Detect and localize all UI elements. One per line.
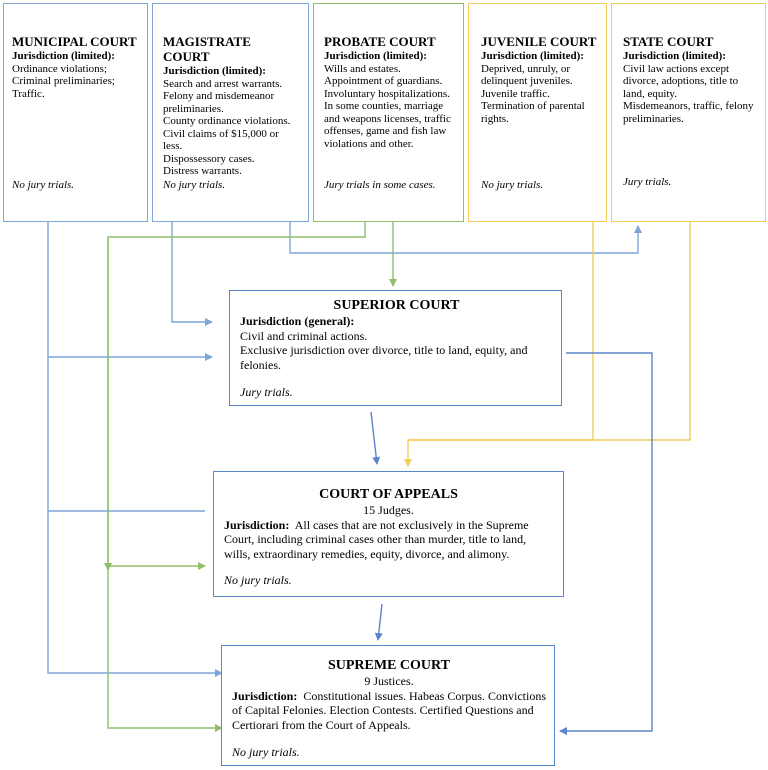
appeals-court-title: COURT OF APPEALS bbox=[319, 487, 458, 502]
juvenile-state-connectors bbox=[404, 222, 691, 467]
magistrate-line: Search and arrest warrants. bbox=[163, 77, 283, 90]
superior-court-box: SUPERIOR COURT Jurisdiction (general): C… bbox=[229, 290, 562, 406]
state-line: Civil law actions except divorce, adopti… bbox=[623, 62, 739, 100]
magistrate-jury-note: No jury trials. bbox=[163, 179, 226, 191]
appeals-jurisdiction: Jurisdiction: All cases that are not exc… bbox=[224, 518, 553, 562]
municipal-jury-note: No jury trials. bbox=[12, 179, 75, 191]
probate-line: Wills and estates. bbox=[324, 62, 401, 75]
magistrate-line: Dispossessory cases. bbox=[163, 152, 255, 165]
probate-court-title: PROBATE COURT bbox=[324, 34, 436, 49]
juvenile-court-title: JUVENILE COURT bbox=[481, 34, 597, 49]
appellate-connectors bbox=[370, 352, 653, 735]
appeals-members: 15 Judges. bbox=[363, 503, 414, 517]
state-jury-note: Jury trials. bbox=[623, 176, 672, 188]
supreme-jurisdiction-text: Constitutional issues. Habeas Corpus. Co… bbox=[232, 688, 547, 732]
juvenile-line: Termination of parental rights. bbox=[481, 100, 585, 125]
municipal-jurisdiction-label: Jurisdiction (limited): bbox=[12, 50, 115, 62]
probate-line: In some counties, marriage and weapons l… bbox=[324, 100, 451, 150]
appeals-jury-note: No jury trials. bbox=[224, 573, 292, 587]
juvenile-court-box: JUVENILE COURT Jurisdiction (limited): D… bbox=[468, 3, 607, 222]
magistrate-court-title: MAGISTRATE COURT bbox=[163, 34, 251, 64]
probate-line: Involuntary hospitalizations. bbox=[324, 87, 450, 100]
superior-jurisdiction-label: Jurisdiction (general): bbox=[240, 314, 355, 328]
juvenile-jury-note: No jury trials. bbox=[481, 179, 544, 191]
supreme-court-title: SUPREME COURT bbox=[327, 658, 450, 673]
court-of-appeals-box: COURT OF APPEALS 15 Judges. Jurisdiction… bbox=[213, 471, 564, 597]
appeals-jurisdiction-text: All cases that are not exclusively in th… bbox=[224, 517, 529, 561]
superior-line: Exclusive jurisdiction over divorce, tit… bbox=[240, 343, 528, 372]
probate-line: Appointment of guardians. bbox=[324, 75, 443, 87]
supreme-jurisdiction: Jurisdiction: Constitutional issues. Hab… bbox=[232, 689, 546, 733]
supreme-jury-note: No jury trials. bbox=[232, 745, 300, 759]
juvenile-line: Deprived, unruly, or delinquent juvenile… bbox=[481, 62, 573, 88]
municipal-line: Traffic. bbox=[12, 87, 45, 100]
magistrate-line: County ordinance violations. bbox=[163, 115, 291, 127]
supreme-jurisdiction-label: Jurisdiction: bbox=[232, 688, 298, 703]
magistrate-jurisdiction-label: Jurisdiction (limited): bbox=[163, 65, 266, 77]
supreme-members: 9 Justices. bbox=[364, 674, 414, 688]
probate-court-box: PROBATE COURT Jurisdiction (limited): Wi… bbox=[313, 3, 464, 222]
superior-court-title: SUPERIOR COURT bbox=[333, 298, 460, 313]
municipal-court-title: MUNICIPAL COURT bbox=[12, 34, 137, 49]
magistrate-line: Distress warrants. bbox=[163, 165, 242, 177]
appeals-jurisdiction-label: Jurisdiction: bbox=[224, 517, 290, 532]
municipal-court-box: MUNICIPAL COURT Jurisdiction (limited): … bbox=[3, 3, 148, 222]
supreme-court-box: SUPREME COURT 9 Justices. Jurisdiction: … bbox=[221, 645, 555, 766]
state-court-box: STATE COURT Jurisdiction (limited): Civi… bbox=[611, 3, 766, 222]
state-court-title: STATE COURT bbox=[623, 34, 714, 49]
magistrate-line: Felony and misdemeanor preliminaries. bbox=[163, 90, 275, 115]
magistrate-line: Civil claims of $15,000 or less. bbox=[163, 127, 279, 153]
municipal-line: Ordinance violations; bbox=[12, 62, 108, 75]
probate-jurisdiction-label: Jurisdiction (limited): bbox=[324, 50, 427, 62]
superior-line: Civil and criminal actions. bbox=[240, 328, 368, 343]
state-line: Misdemeanors, traffic, felony preliminar… bbox=[623, 100, 754, 125]
superior-jury-note: Jury trials. bbox=[240, 385, 293, 399]
state-jurisdiction-label: Jurisdiction (limited): bbox=[623, 50, 726, 62]
municipal-connectors bbox=[47, 222, 223, 677]
juvenile-jurisdiction-label: Jurisdiction (limited): bbox=[481, 50, 584, 62]
juvenile-line: Juvenile traffic. bbox=[481, 87, 550, 100]
probate-jury-note: Jury trials in some cases. bbox=[324, 179, 436, 191]
magistrate-court-box: MAGISTRATE COURT Jurisdiction (limited):… bbox=[152, 3, 309, 222]
probate-connectors bbox=[104, 222, 397, 732]
municipal-line: Criminal preliminaries; bbox=[12, 75, 115, 87]
